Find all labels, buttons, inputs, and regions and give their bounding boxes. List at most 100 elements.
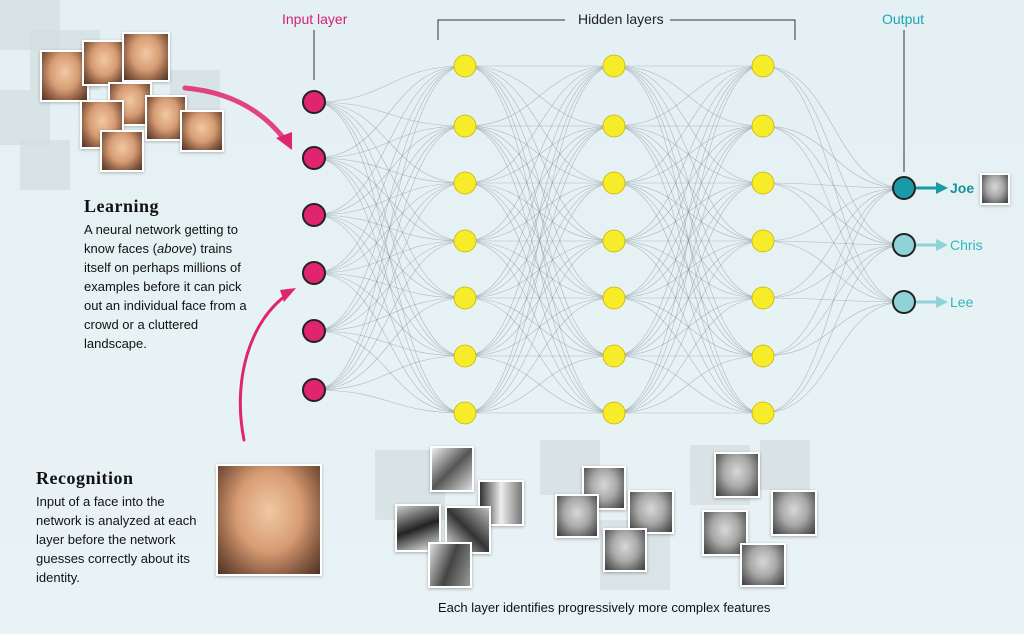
connection-line <box>613 182 764 414</box>
hidden-node <box>751 114 775 138</box>
connection-line <box>613 125 764 184</box>
recognition-arrowhead <box>280 288 296 302</box>
joe-thumbnail <box>980 173 1010 205</box>
connection-line <box>313 101 466 184</box>
hidden-layers-bracket <box>437 19 796 40</box>
learning-arrowhead <box>276 132 292 150</box>
connection-line <box>313 125 466 216</box>
connection-line <box>313 272 466 414</box>
connection-line <box>313 65 466 274</box>
connection-line <box>313 101 466 242</box>
connection-line <box>313 272 466 299</box>
connection-line <box>613 125 764 242</box>
recognition-arrow <box>238 292 290 442</box>
output-name-chris: Chris <box>950 237 983 253</box>
recognition-title: Recognition <box>36 468 134 488</box>
connection-line <box>313 214 466 414</box>
connection-line <box>464 355 615 414</box>
connection-line <box>464 125 615 242</box>
hidden-node <box>602 344 626 368</box>
learning-title: Learning <box>84 196 160 216</box>
connection-line <box>313 355 466 391</box>
recognition-description: Input of a face into the network is anal… <box>36 494 197 585</box>
facial-part-feature-patch <box>603 528 647 572</box>
connection-line <box>762 187 905 242</box>
hidden-node <box>602 401 626 425</box>
connection-line <box>313 65 466 216</box>
hidden-node <box>602 54 626 78</box>
output-node <box>892 290 916 314</box>
connection-line <box>313 240 466 391</box>
connection-line <box>613 297 764 414</box>
output-node <box>892 176 916 200</box>
output-name-joe: Joe <box>950 180 975 196</box>
hidden-node <box>602 171 626 195</box>
connection-line <box>613 65 764 242</box>
input-node <box>302 203 326 227</box>
connection-line <box>613 355 764 414</box>
hidden-node <box>602 286 626 310</box>
connection-line <box>762 65 905 189</box>
output-node <box>892 233 916 257</box>
hidden-node <box>453 344 477 368</box>
hidden-node <box>751 401 775 425</box>
hidden-node <box>751 171 775 195</box>
connection-line <box>613 125 764 414</box>
connection-line <box>464 297 615 414</box>
hidden-node <box>453 54 477 78</box>
connection-line <box>313 330 466 357</box>
hidden-node <box>602 114 626 138</box>
connection-line <box>313 65 466 332</box>
connection-line <box>613 65 764 299</box>
face-photo <box>122 32 170 82</box>
facial-part-feature-patch <box>555 494 599 538</box>
connection-line <box>313 330 466 414</box>
hidden-node <box>453 171 477 195</box>
connection-line <box>762 65 905 246</box>
feature-caption: Each layer identifies progressively more… <box>438 600 771 615</box>
connection-line <box>464 65 615 127</box>
input-node <box>302 378 326 402</box>
hidden-node <box>453 401 477 425</box>
connection-line <box>762 187 905 299</box>
learning-text-italic: above <box>156 241 193 256</box>
input-node <box>302 261 326 285</box>
edge-feature-patch <box>430 446 474 492</box>
edge-feature-patch <box>428 542 472 588</box>
background-square <box>20 140 70 190</box>
connection-line <box>313 125 466 391</box>
hidden-node <box>751 229 775 253</box>
connection-line <box>762 182 905 189</box>
learning-text-part: A neural network getting to know faces ( <box>84 222 238 256</box>
face-photo <box>180 110 224 152</box>
connection-line <box>613 65 764 414</box>
whole-face-feature-patch <box>740 543 786 587</box>
hidden-node <box>602 229 626 253</box>
connection-line <box>313 65 466 103</box>
hidden-node <box>453 229 477 253</box>
connection-line <box>762 187 905 357</box>
background-square <box>760 440 810 490</box>
input-layer-label: Input layer <box>282 11 348 27</box>
connection-line <box>762 244 905 414</box>
hidden-node <box>453 114 477 138</box>
hidden-node <box>751 344 775 368</box>
face-photo <box>100 130 144 172</box>
connection-line <box>464 182 615 414</box>
connection-line <box>762 125 905 189</box>
connection-line <box>464 125 615 357</box>
connection-line <box>613 240 764 414</box>
connection-line <box>313 65 466 159</box>
connection-line <box>313 182 466 391</box>
input-node <box>302 319 326 343</box>
connection-line <box>464 65 615 242</box>
connection-line <box>313 297 466 391</box>
whole-face-feature-patch <box>714 452 760 498</box>
recognition-face-photo <box>216 464 322 576</box>
hidden-layers-label: Hidden layers <box>572 11 670 27</box>
hidden-node <box>751 286 775 310</box>
facial-part-feature-patch <box>628 490 674 534</box>
connection-line <box>613 65 764 127</box>
